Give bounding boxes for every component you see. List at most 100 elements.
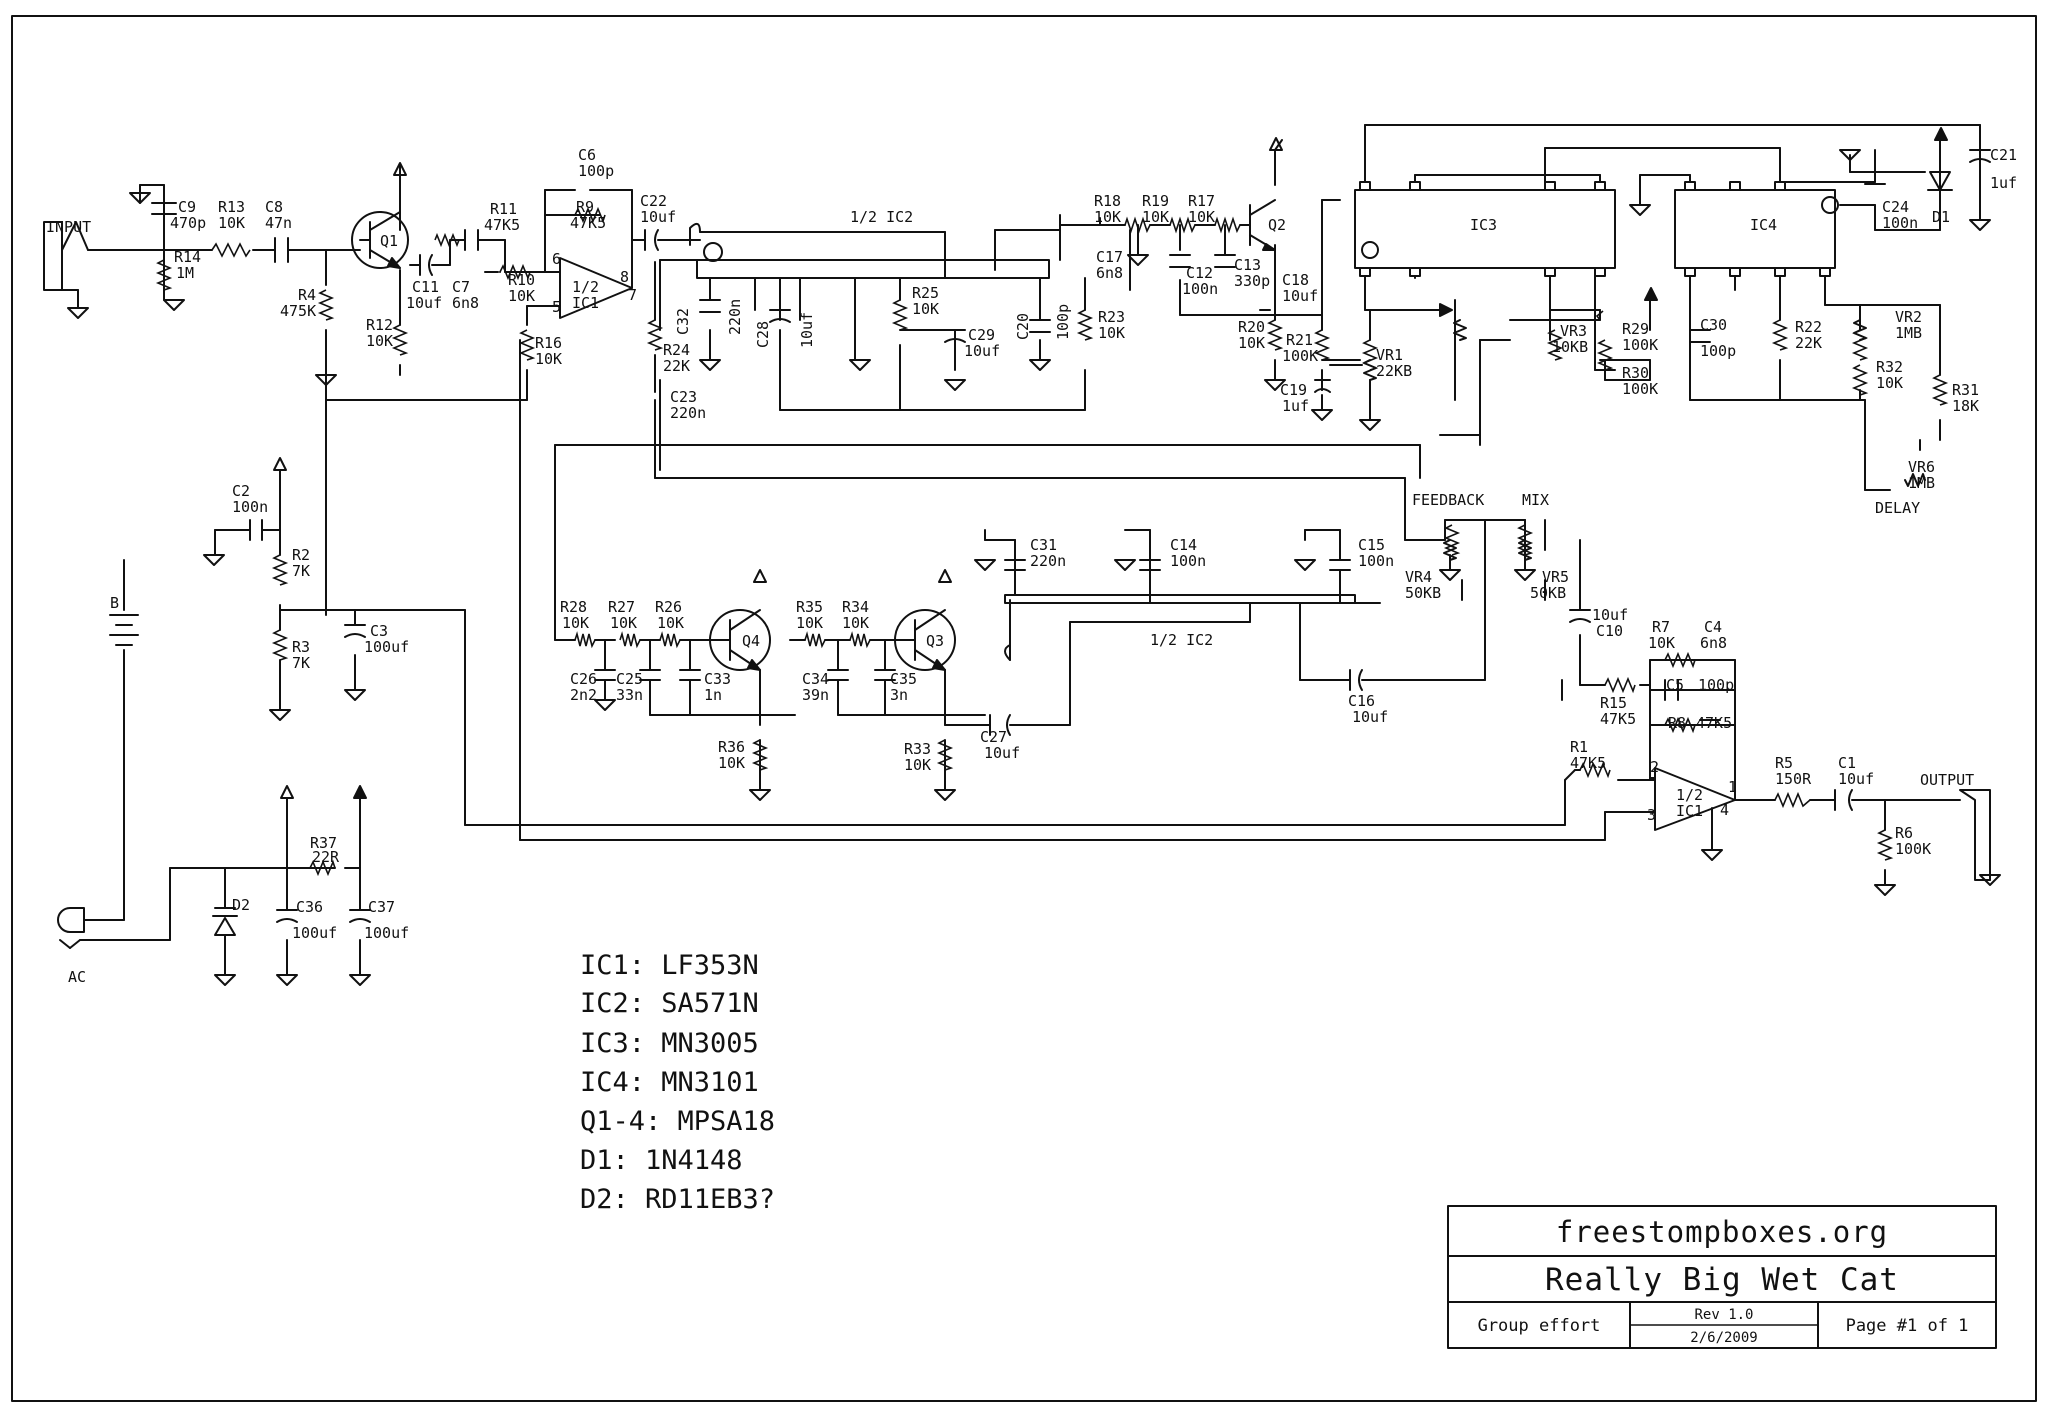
capacitors [151,149,1991,923]
label-c20-val: 100p [1054,304,1072,340]
wires-r24-c23 [654,261,1446,541]
ic3-ic4-blocks [1354,181,1839,277]
label-ic2-bottom: 1/2 IC2 [1150,631,1213,649]
label-pin5: 5 [552,298,561,316]
potentiometers [1329,319,1926,571]
label-ic1b-b: IC1 [1676,802,1703,820]
label-pin2: 2 [1650,758,1659,776]
title-block-site: freestompboxes.org [1556,1215,1888,1249]
label-output: OUTPUT [1920,771,1974,789]
label-ic2-top: 1/2 IC2 [850,208,913,226]
label-ic3: IC3 [1470,216,1497,234]
title-block-page: Page #1 of 1 [1846,1316,1969,1336]
wires-input-stage [43,164,946,401]
label-battery: B [110,594,119,612]
label-feedback: FEEDBACK [1412,491,1484,509]
label-q2: Q2 [1268,216,1286,234]
parts-list: IC1: LF353N IC2: SA571N IC3: MN3005 IC4:… [580,950,775,1215]
wires-ic2-top [659,214,1131,471]
ground-symbols [67,149,2001,986]
wires-lower-filter [554,444,1526,791]
label-pin4: 4 [1720,801,1729,819]
label-c28: C28 [754,321,772,348]
battery-b [109,614,139,646]
opamp-ic1b [1654,767,1736,831]
label-pin3: 3 [1647,806,1656,824]
label-ic4: IC4 [1750,216,1777,234]
label-d2: D2 [232,896,250,914]
parts-list-item: Q1-4: MPSA18 [580,1106,775,1137]
title-block-date: 2/6/2009 [1690,1330,1757,1346]
wires-ic3-ic4 [1364,124,1981,491]
label-c32-val: 220n [726,299,744,335]
label-q4: Q4 [742,632,760,650]
supply-arrows [273,127,1948,799]
parts-list-item: IC3: MN3005 [580,1028,759,1059]
label-ic1b-a: 1/2 [1676,786,1703,804]
parts-list-item: D2: RD11EB3? [580,1184,775,1215]
title-block-author: Group effort [1478,1316,1601,1336]
label-c20: C20 [1014,313,1032,340]
wires-power-bias [57,339,1656,976]
label-pin8: 8 [620,268,629,286]
ic2-bottom-block [1004,594,1356,604]
parts-list-item: D1: 1N4148 [580,1145,743,1176]
label-q3: Q3 [926,632,944,650]
transistor-q2 [1249,199,1276,251]
title-block: freestompboxes.org Really Big Wet Cat Gr… [1447,1205,1997,1349]
